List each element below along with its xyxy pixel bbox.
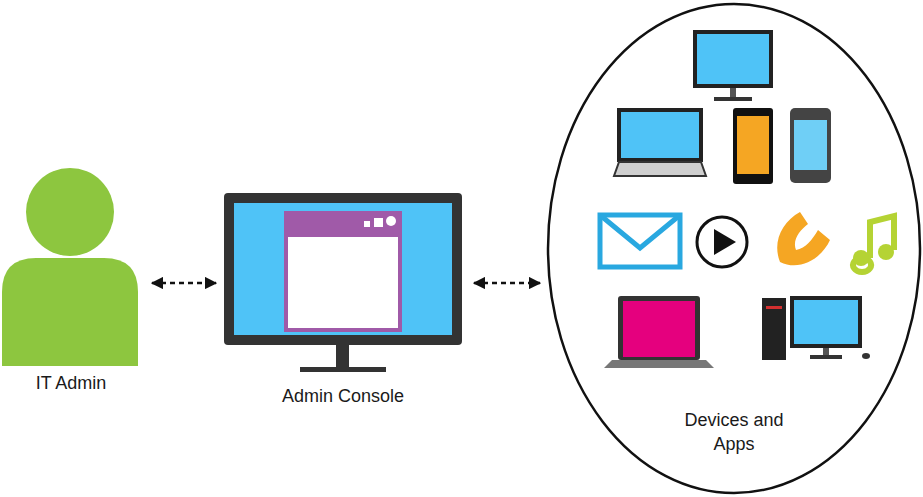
monitor-screen <box>697 34 769 84</box>
node-label: IT Admin <box>0 371 142 395</box>
device-group-ellipse: Devices and Apps <box>546 2 922 495</box>
node-label: Admin Console <box>222 384 464 408</box>
window-button <box>374 218 383 227</box>
mail-icon <box>600 215 680 267</box>
music-icon-head <box>853 250 869 266</box>
smartphone-icon <box>790 108 831 183</box>
window-button <box>364 221 370 227</box>
monitor-screen <box>234 203 452 335</box>
desktop-base <box>810 355 842 359</box>
mail-flap <box>600 215 680 248</box>
desktop-monitor-screen <box>794 300 858 344</box>
person-icon: IT Admin <box>0 165 142 400</box>
person-head <box>26 168 114 256</box>
monitor-base <box>714 97 752 101</box>
monitor-base <box>300 367 386 372</box>
mouse-icon <box>862 353 870 359</box>
monitor-icon <box>693 30 773 88</box>
monitor-frame <box>224 193 462 345</box>
phone-device-screen <box>737 116 769 174</box>
all-in-one-base <box>614 162 706 176</box>
window-titlebar <box>286 213 400 237</box>
node-shape <box>222 190 464 410</box>
laptop-base <box>604 360 714 368</box>
admin-console: Admin Console <box>222 190 464 410</box>
music-icon <box>853 216 894 272</box>
node-label: Devices and Apps <box>664 408 804 456</box>
tower-drive <box>766 306 782 309</box>
dashed-connector <box>474 282 540 285</box>
person-body <box>2 258 138 366</box>
laptop-screen <box>623 301 695 357</box>
all-in-one-icon <box>617 108 703 162</box>
laptop-icon <box>618 296 700 360</box>
node-shape <box>0 165 142 400</box>
app-window <box>286 213 400 330</box>
window-button <box>386 216 396 226</box>
group-outline <box>548 4 920 493</box>
monitor-stand <box>730 88 736 98</box>
play-icon <box>697 217 747 267</box>
dashed-connector <box>152 282 216 285</box>
music-icon-head <box>878 244 894 260</box>
monitor-stand <box>336 345 349 368</box>
all-in-one-screen <box>621 112 699 158</box>
desktop-monitor-icon <box>790 296 862 348</box>
desktop-stand <box>823 348 829 356</box>
phone-device-icon <box>733 108 773 184</box>
play-triangle <box>714 229 736 255</box>
phone-icon <box>777 212 830 265</box>
smartphone-screen <box>794 120 827 170</box>
tower-icon <box>762 298 786 360</box>
